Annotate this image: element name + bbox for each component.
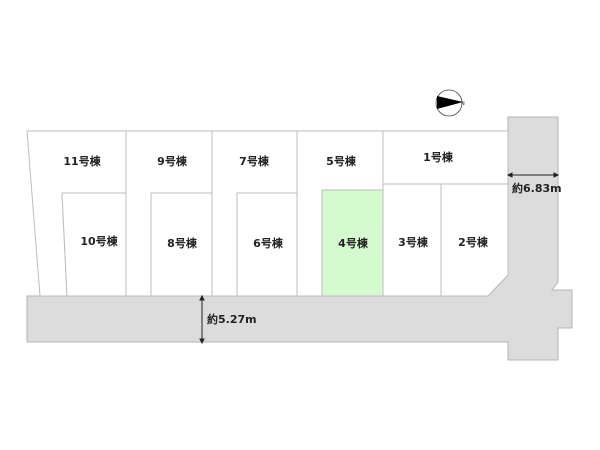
lot-label: 9号棟 [157, 154, 188, 168]
lot-label: 5号棟 [326, 154, 357, 168]
lot-label: 8号棟 [167, 236, 198, 250]
lot-label: 2号棟 [458, 235, 489, 249]
lot-2[interactable] [440, 183, 509, 297]
north-arrow-icon: N [435, 89, 465, 117]
lot-label: 6号棟 [253, 236, 284, 250]
north-mark: N [461, 101, 465, 107]
lot-8[interactable] [150, 192, 213, 297]
side-road-width-arrow [506, 172, 560, 178]
main-road-width-arrow [199, 294, 205, 345]
lot-1[interactable] [382, 130, 509, 185]
lot-label: 3号棟 [398, 235, 429, 249]
lot-label: 4号棟 [338, 236, 369, 250]
side-road-width: 約6.83m [512, 181, 562, 195]
lot-10[interactable] [61, 192, 127, 297]
lot-label: 7号棟 [239, 154, 270, 168]
main-road-width: 約5.27m [207, 312, 257, 326]
lot-6[interactable] [236, 192, 298, 297]
lot-label: 1号棟 [423, 150, 454, 164]
lot-label: 10号棟 [80, 234, 118, 248]
lot-3[interactable] [382, 183, 442, 297]
lot-label: 11号棟 [63, 154, 101, 168]
